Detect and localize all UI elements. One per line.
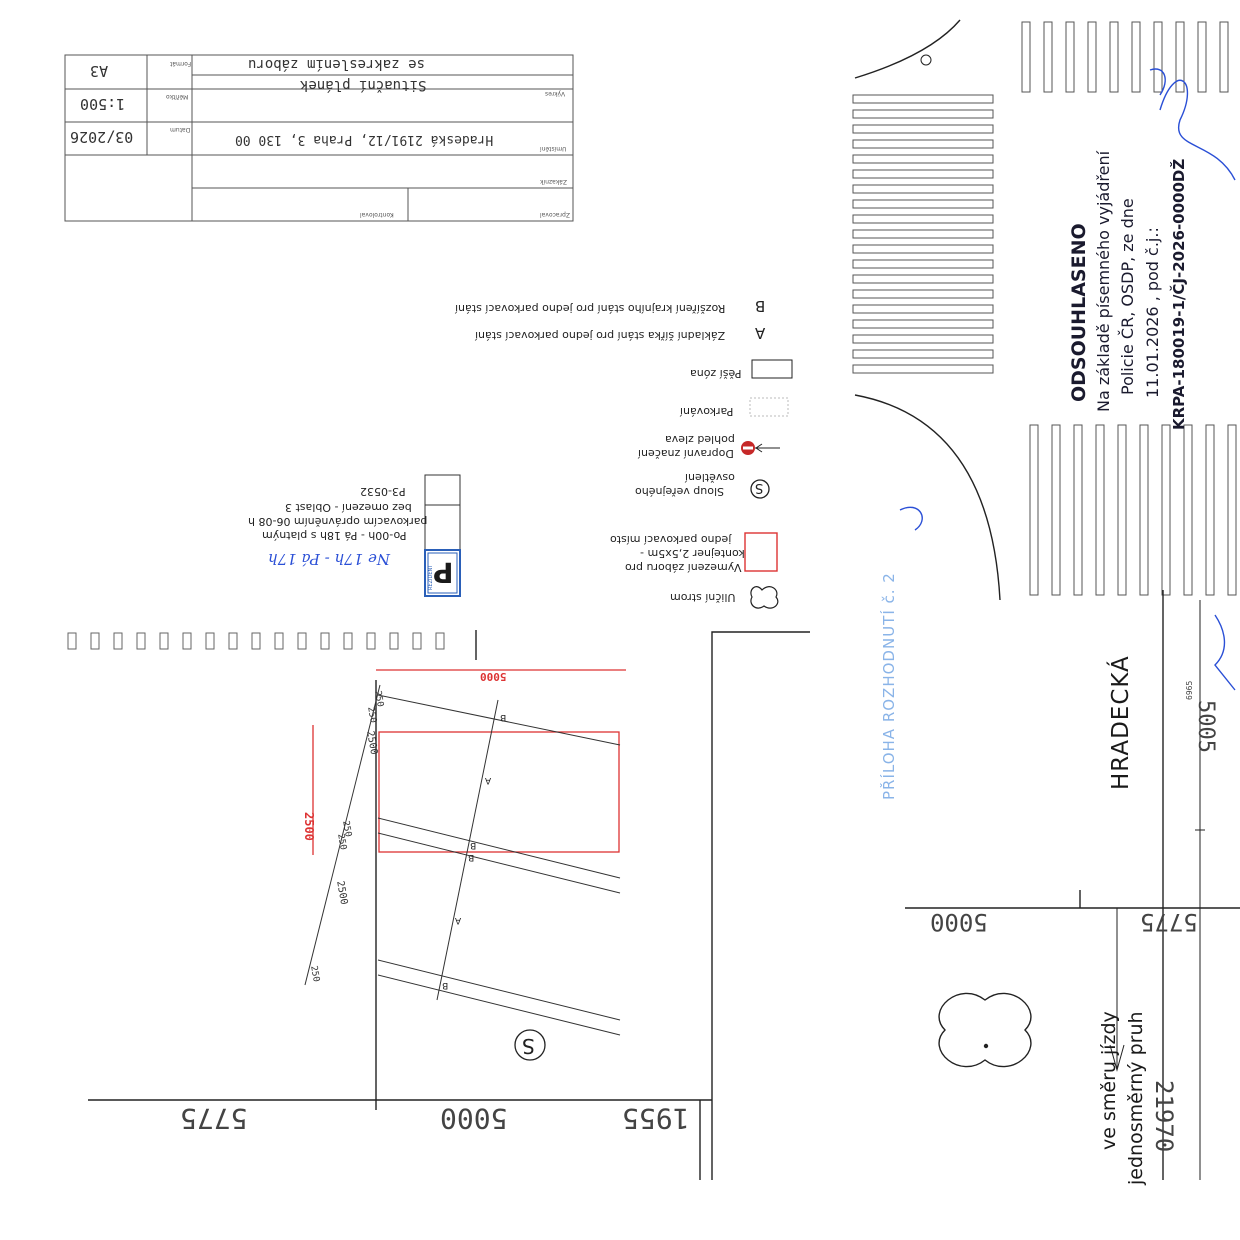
format-value: A3: [90, 62, 109, 80]
location-value: Hradeská 2191/12, Praha 3, 130 00: [235, 132, 494, 147]
container-zone: [312, 669, 626, 855]
lamp-symbol: [514, 1029, 546, 1061]
curb-lines: [88, 630, 810, 1180]
label-b-2: B: [470, 840, 477, 850]
dim-5000-mid: 5000: [440, 1102, 508, 1135]
scale-label: Měřítko: [166, 93, 189, 100]
scale-value: 1:500: [80, 95, 126, 113]
legend-parking: Parkování: [680, 405, 734, 418]
diagonal-parking-lines: [304, 684, 621, 1036]
title-block-frame: [64, 54, 574, 222]
stamp-line1: Na základě písemného vyjádření: [1094, 150, 1113, 412]
parking-sign-line2: parkovacím oprávněním 06-08 h: [248, 515, 428, 528]
parking-stripes-top: [67, 632, 445, 650]
label-a-1: A: [485, 775, 492, 785]
parking-sign-letter: P: [433, 556, 454, 589]
drawing-title: Situační plánek: [300, 77, 427, 93]
dim-5000-right: 5000: [930, 908, 988, 936]
crosswalk-stripes: [852, 94, 994, 374]
legend-sign-line1: Dopravní značení: [638, 447, 734, 460]
parking-sign-line3: bez omezení - Oblast 3: [285, 501, 412, 514]
format-label: Formát: [170, 60, 192, 67]
legend-zone-line2: kontejner 2,5x5m -: [640, 547, 745, 560]
legend-tree: Uliční strom: [670, 591, 736, 604]
legend-zone-line3: jedno parkovací místo: [610, 533, 732, 546]
dim-6965: 6965: [1185, 680, 1194, 700]
stamp-title: ODSOUHLASENO: [1068, 223, 1090, 402]
parking-sign-code: P3-0532: [360, 485, 406, 498]
drawing-label: Výkres: [545, 90, 566, 97]
dim-1955: 1955: [622, 1102, 690, 1135]
label-b-1: B: [500, 712, 507, 722]
dim-21970: 21970: [1150, 1080, 1178, 1153]
legend-lamp-line1: Sloup veřejného: [635, 485, 725, 498]
parking-stripes-right: [1021, 21, 1237, 596]
client-label: Zákazník: [540, 178, 567, 185]
legend-symbols: [741, 359, 793, 609]
stamp-line2: Policie ČR, OSDP, ze dne: [1118, 198, 1137, 395]
parking-sign-line1: Po-00h - Pá 18h s platným: [262, 529, 407, 542]
date-label: Datum: [170, 126, 191, 133]
dim-5775-right: 5775: [1140, 908, 1198, 936]
parking-sign-panel: [424, 474, 461, 597]
street-dimension: [1109, 600, 1205, 1180]
date-value: 03/2026: [70, 128, 134, 146]
dim-2500-red: 2500: [302, 812, 316, 841]
dim-5775-left: 5775: [180, 1102, 248, 1135]
legend-b-text: Rozšíření krajního stání pro jedno parko…: [455, 302, 726, 315]
curved-curbs: [854, 19, 1240, 1180]
dim-5005: 5005: [1193, 700, 1218, 753]
legend-a-symbol: A: [755, 324, 766, 342]
lane-note-line1: jednosměrný pruh: [1125, 1011, 1147, 1185]
street-tree-symbol: [938, 992, 1032, 1068]
location-label: Umístění: [540, 145, 567, 152]
stamp-line3: 11.01.2026 , pod č.j.:: [1143, 227, 1162, 398]
checked-label: Kontroloval: [360, 211, 394, 218]
street-name: HRADECKÁ: [1108, 655, 1134, 790]
signature-scribble: [899, 68, 1236, 691]
legend-b-symbol: B: [755, 297, 766, 315]
parking-sign-tag: REZIDENT: [428, 564, 434, 590]
legend-lamp-letter: S: [755, 480, 764, 495]
lamp-label: S: [522, 1034, 535, 1058]
stamp-line4: KRPA-180019-1/ČJ-2026-0000DŽ: [1170, 158, 1188, 430]
label-a-2: A: [455, 915, 462, 925]
parking-sign-handwritten: Ne 17h - Pá 17h: [268, 550, 390, 568]
drawing-subtitle: se zakreslením záboru: [248, 56, 426, 72]
lane-note-line2: ve směru jízdy: [1098, 1011, 1120, 1150]
label-b-4: B: [442, 980, 449, 990]
annex-stamp: PŘÍLOHA ROZHODNUTÍ č. 2: [880, 572, 898, 800]
dim-5000-red: 5000: [480, 670, 507, 683]
drafted-label: Zpracoval: [540, 211, 570, 218]
legend-sign-line2: pohled zleva: [665, 433, 735, 446]
corner-marker: [920, 54, 932, 66]
legend-a-text: Základní šířka stání pro jedno parkovací…: [475, 329, 726, 342]
label-b-3: B: [468, 852, 475, 862]
legend-lamp-line2: osvětlení: [685, 471, 735, 484]
legend-zone-line1: Vymezení záboru pro: [625, 561, 742, 574]
legend-pedestrian: Pěší zóna: [690, 367, 742, 380]
